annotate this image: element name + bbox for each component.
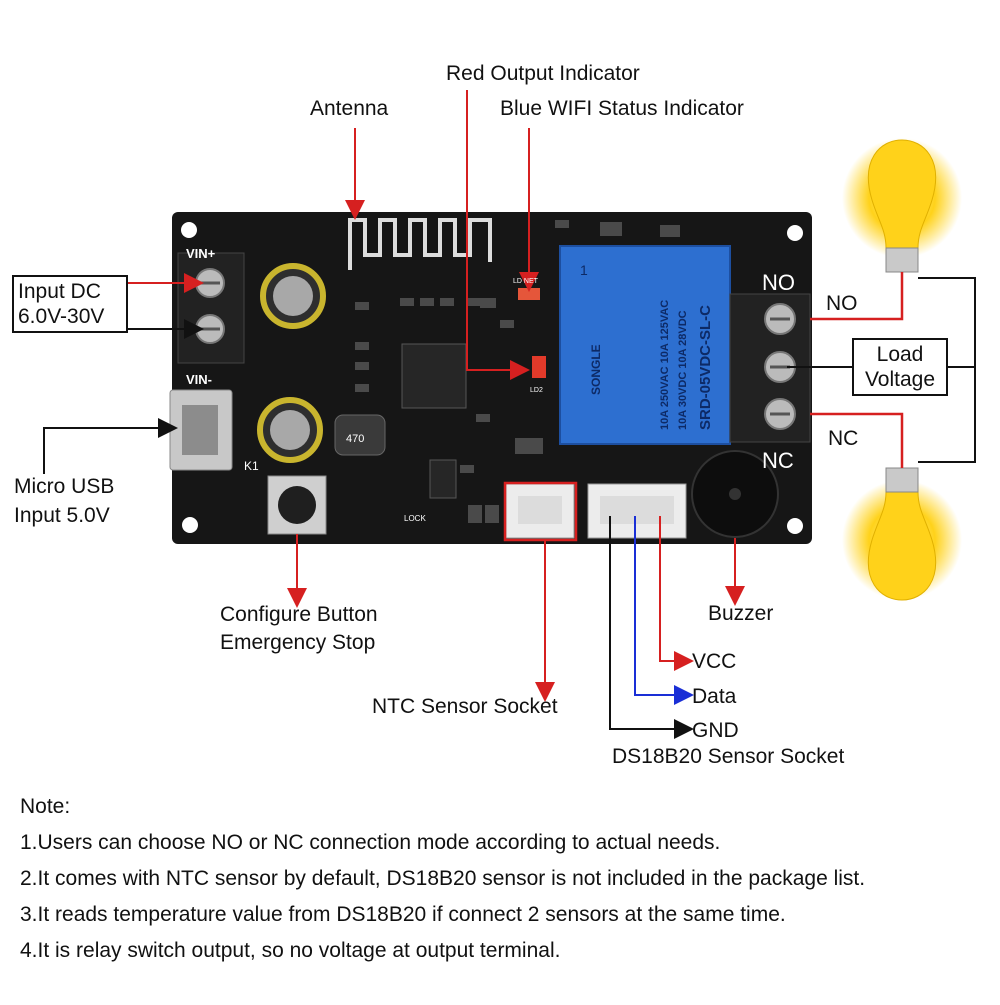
label-load-voltage: Load Voltage <box>852 338 948 397</box>
silk-lock: LOCK <box>404 514 426 523</box>
relay-number: 1 <box>580 262 588 278</box>
label-configure-1: Configure Button <box>220 603 378 626</box>
silk-ld-net: LD NET <box>513 278 539 285</box>
label-ds18b20: DS18B20 Sensor Socket <box>612 745 845 768</box>
silk-cap-470: 470 <box>346 433 364 445</box>
label-ntc-socket: NTC Sensor Socket <box>372 695 558 718</box>
silk-vin-plus: VIN+ <box>186 246 216 261</box>
silk-ld2: LD2 <box>530 387 543 394</box>
notes-title: Note: <box>20 795 71 818</box>
silk-no: NO <box>762 270 795 295</box>
relay-rating-1: 10A 250VAC 10A 125VAC <box>659 300 671 430</box>
label-no: NO <box>826 292 858 315</box>
label-input-dc-line1: Input DC <box>18 280 101 303</box>
bulb-bottom <box>867 491 937 601</box>
label-load-line2: Voltage <box>864 368 936 392</box>
blue-wifi-led <box>518 288 540 300</box>
relay-model: SRD-05VDC-SL-C <box>697 305 714 430</box>
note-item-4: 4.It is relay switch output, so no volta… <box>20 939 561 962</box>
label-antenna: Antenna <box>310 97 389 120</box>
bulb-top <box>867 139 937 249</box>
input-terminal <box>177 252 245 364</box>
silk-k1: K1 <box>244 459 259 473</box>
mcu-chip <box>401 343 467 409</box>
silk-vin-minus: VIN- <box>186 372 212 387</box>
relay-rating-2: 10A 30VDC 10A 28VDC <box>677 310 689 430</box>
relay-brand: SONGLE <box>589 344 603 395</box>
label-input-dc: Input DC 6.0V-30V <box>12 275 128 334</box>
label-micro-usb-2: Input 5.0V <box>14 504 110 527</box>
label-blue-wifi: Blue WIFI Status Indicator <box>500 97 744 120</box>
note-item-2: 2.It comes with NTC sensor by default, D… <box>20 867 866 890</box>
label-gnd: GND <box>692 719 739 742</box>
relay <box>559 245 731 445</box>
silk-nc: NC <box>762 448 794 473</box>
label-configure-2: Emergency Stop <box>220 631 376 654</box>
label-vcc: VCC <box>692 650 737 673</box>
label-red-output: Red Output Indicator <box>446 62 640 85</box>
label-micro-usb-1: Micro USB <box>14 475 115 498</box>
label-input-dc-line2: 6.0V-30V <box>18 305 105 329</box>
label-nc: NC <box>828 427 859 450</box>
note-item-3: 3.It reads temperature value from DS18B2… <box>20 903 786 926</box>
red-output-led <box>532 356 546 378</box>
note-item-1: 1.Users can choose NO or NC connection m… <box>20 831 721 854</box>
label-buzzer: Buzzer <box>708 602 774 625</box>
inductor <box>334 414 386 456</box>
label-load-line1: Load <box>876 343 924 366</box>
label-data: Data <box>692 685 737 708</box>
